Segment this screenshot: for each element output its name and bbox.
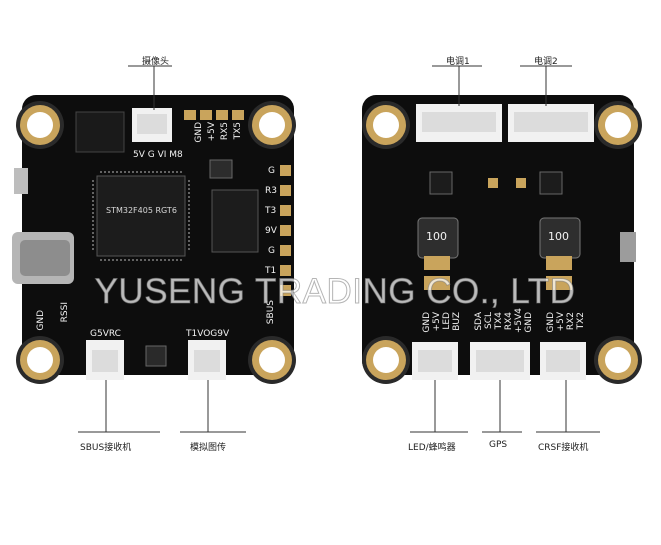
left-flight-controller-board [12, 95, 296, 384]
9v-label: 9V [265, 226, 277, 236]
left-top-pads [184, 110, 244, 120]
right-board-mount-holes [362, 101, 642, 384]
camera-pin-labels: 5V G VI M8 [133, 150, 183, 160]
osd-chip [211, 189, 259, 253]
mcu-chip [96, 175, 186, 257]
g5vrc-label: G5VRC [90, 329, 121, 339]
led-pin-gnd: GND [422, 312, 432, 333]
analog-vtx-callout: 模拟图传 [190, 443, 227, 453]
crsf-pin-tx2: TX2 [576, 312, 586, 330]
t1-label: T1 [265, 266, 277, 276]
crsf-pin-gnd: GND [546, 312, 556, 333]
plus5v-label: +5V [207, 122, 217, 142]
led-buzzer-callout: LED/蜂鸣器 [408, 443, 456, 453]
gps-pin-sda: SDA [474, 312, 484, 331]
gps-callout: GPS [489, 440, 508, 450]
gnd-label: GND [194, 122, 204, 143]
gps-pin-scl: SCL [484, 312, 494, 330]
inductor-2-value: 100 [548, 230, 569, 243]
gps-pin-tx4: TX4 [494, 312, 504, 330]
g-top-label: G [268, 166, 275, 176]
led-pin-led: LED [442, 312, 452, 330]
esc1-callout: 电调1 [446, 57, 470, 67]
left-right-pads [280, 165, 291, 296]
inductor-1-value: 100 [426, 230, 447, 243]
led-pin-buz: BUZ [452, 312, 462, 331]
crsf-pin-5v: +5V [556, 312, 566, 332]
mcu-chip-text: STM32F405 RGT6 [106, 206, 177, 215]
gnd-left-label: GND [36, 310, 46, 331]
esc2-callout: 电调2 [534, 57, 558, 67]
camera-callout: 摄像头 [142, 57, 170, 67]
rx5-label: RX5 [220, 122, 230, 141]
crsf-receiver-callout: CRSF接收机 [538, 443, 589, 453]
gps-pin-rx4: RX4 [504, 312, 514, 331]
gps-pin-gnd: GND [524, 312, 534, 333]
crsf-pin-rx2: RX2 [566, 312, 576, 331]
g-mid-label: G [268, 246, 275, 256]
callout-lines [78, 65, 600, 433]
sbus-receiver-callout: SBUS接收机 [80, 443, 132, 453]
company-watermark: YUSENG TRADING CO., LTD [94, 272, 576, 312]
right-pdb-board [362, 95, 642, 384]
tx5-label: TX5 [233, 122, 243, 140]
t1vog9v-label: T1VOG9V [186, 329, 230, 339]
r3-label: R3 [265, 186, 277, 196]
left-board-mount-holes [16, 101, 296, 384]
led-pin-5v: +5V [432, 312, 442, 332]
t3-label: T3 [265, 206, 277, 216]
